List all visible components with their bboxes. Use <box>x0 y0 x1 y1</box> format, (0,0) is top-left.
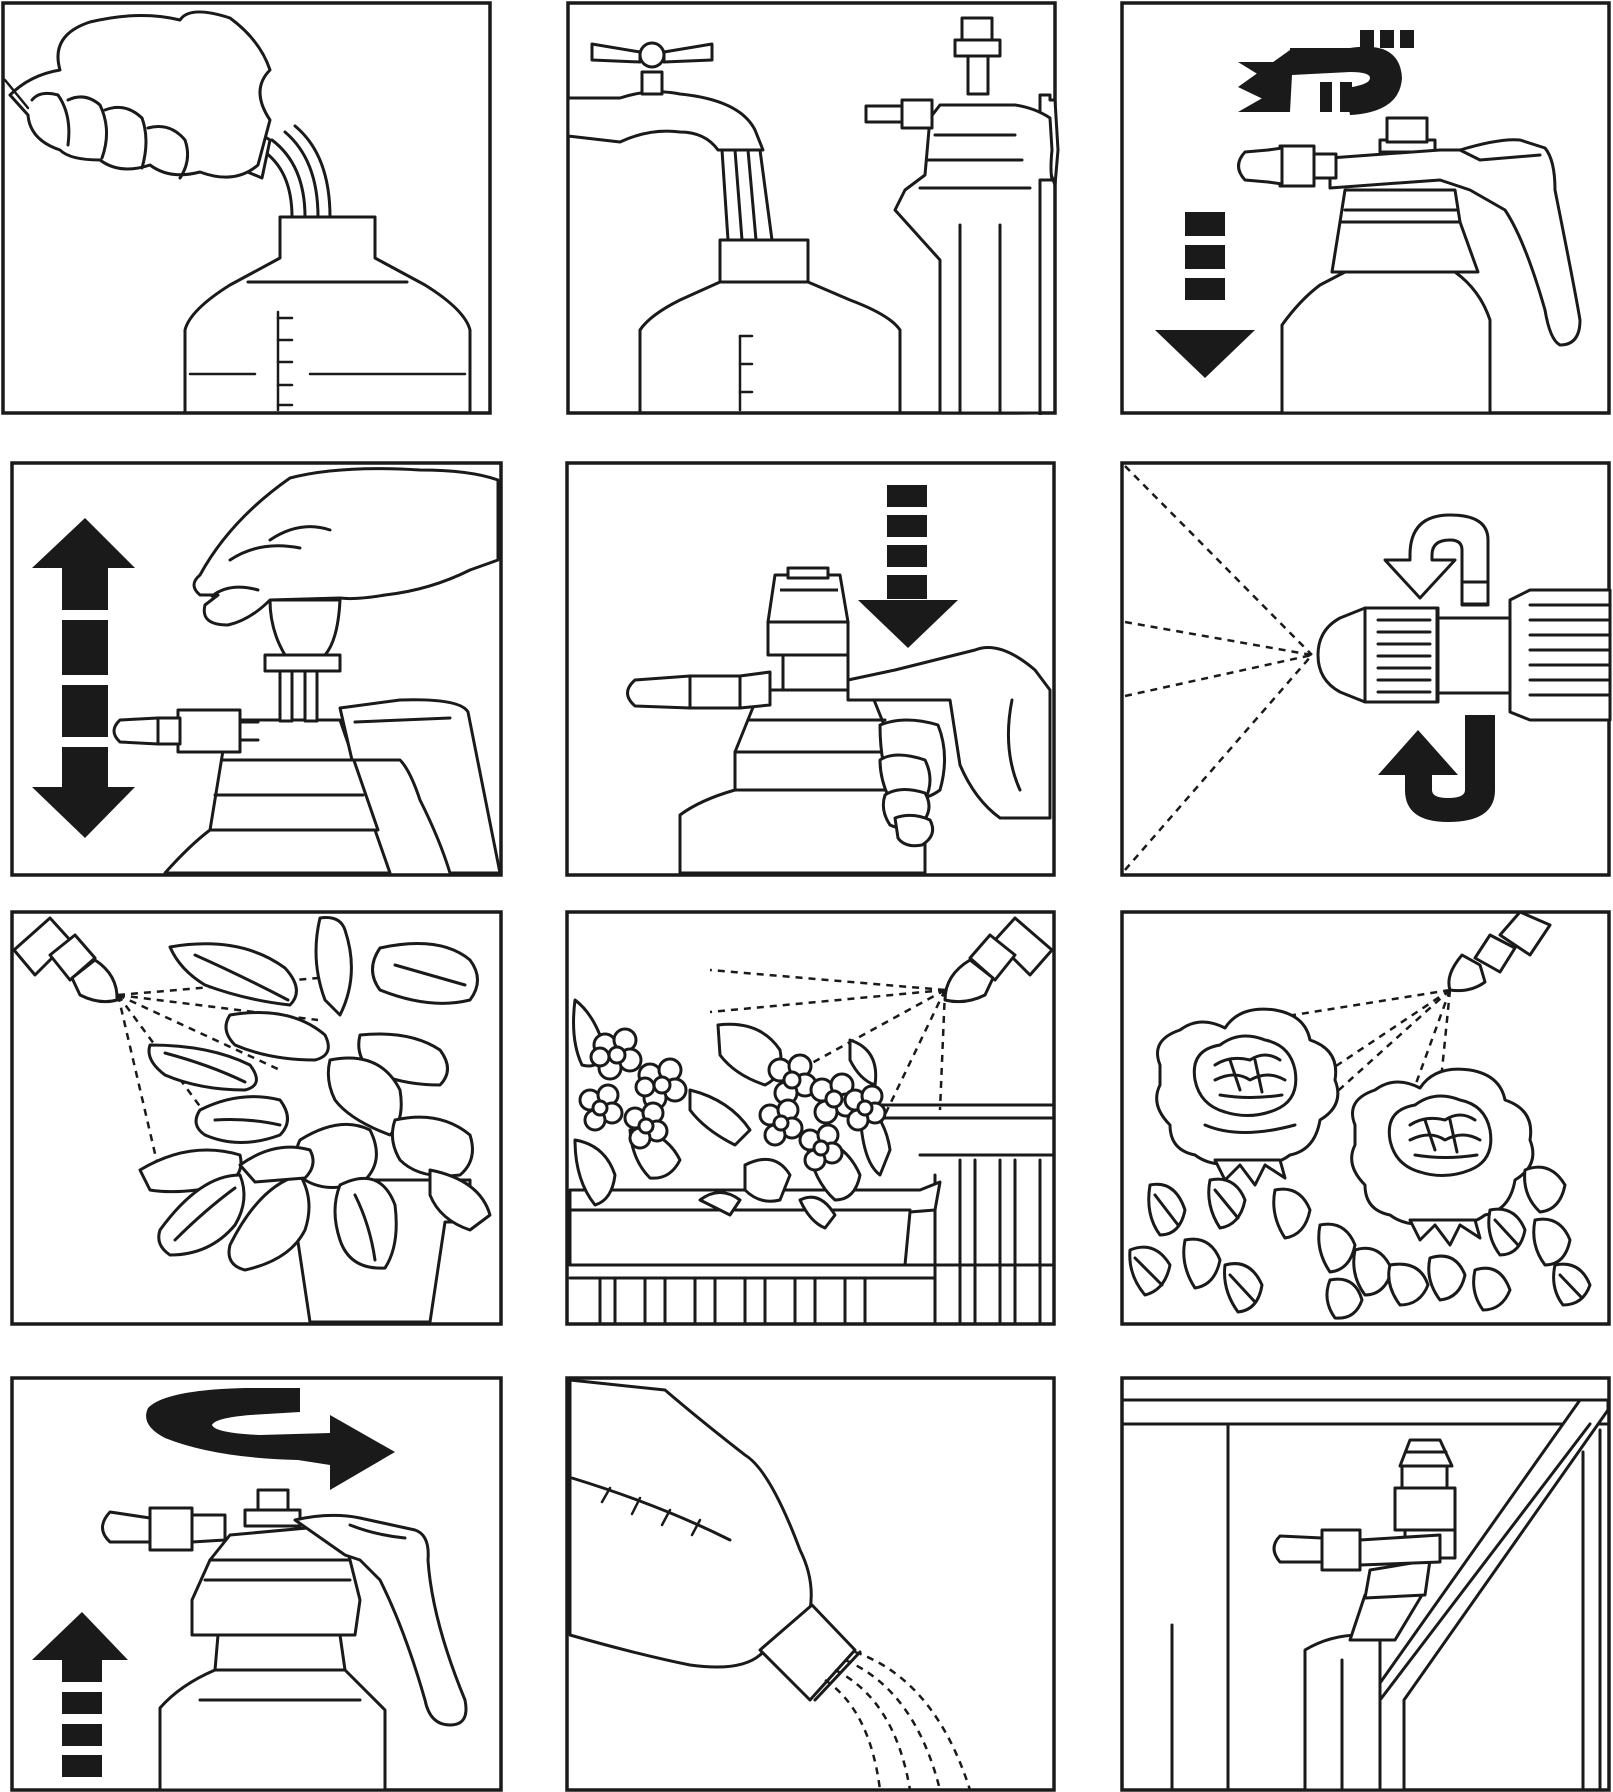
spray-roses-icon <box>1128 910 1592 1320</box>
flower <box>798 1123 844 1172</box>
hand-unscrewing-cap-icon <box>3 10 472 415</box>
spray-houseplant-icon <box>12 916 492 1324</box>
flower <box>843 1084 887 1132</box>
panel-2-fill-water <box>566 1 1060 415</box>
pump-handle-up-down-icon <box>32 467 502 875</box>
unscrew-pump-icon <box>32 1388 468 1792</box>
flower <box>767 1053 818 1106</box>
panel-10-unscrew-pump <box>10 1376 503 1792</box>
panel-4-pump-handle <box>10 461 503 877</box>
spray-balcony-flowers-icon <box>568 916 1054 1324</box>
panel-5-release-valve <box>565 461 1056 877</box>
panel-12-storage <box>1120 1376 1611 1792</box>
flower <box>758 1098 804 1147</box>
panel-6-adjust-nozzle <box>1120 461 1612 877</box>
pour-out-liquid-icon <box>568 1378 972 1791</box>
panel-3-screw-on <box>1120 1 1611 415</box>
panel-7-spray-houseplant <box>10 910 503 1326</box>
screw-pump-on-icon <box>1155 30 1582 415</box>
flower <box>589 1027 643 1081</box>
flower <box>578 1083 624 1132</box>
panel-9-spray-roses <box>1120 910 1611 1326</box>
store-in-cabinet-icon <box>1120 1398 1610 1792</box>
panel-11-pour-out <box>565 1376 1056 1792</box>
adjust-nozzle-icon <box>1124 465 1612 871</box>
press-pressure-valve-icon <box>626 485 1052 875</box>
flower <box>634 1057 688 1111</box>
flower <box>623 1101 669 1150</box>
faucet-filling-bottle-icon <box>566 16 1060 415</box>
panel-1-unscrew-cap <box>1 1 492 415</box>
panel-8-spray-balcony <box>565 910 1056 1326</box>
